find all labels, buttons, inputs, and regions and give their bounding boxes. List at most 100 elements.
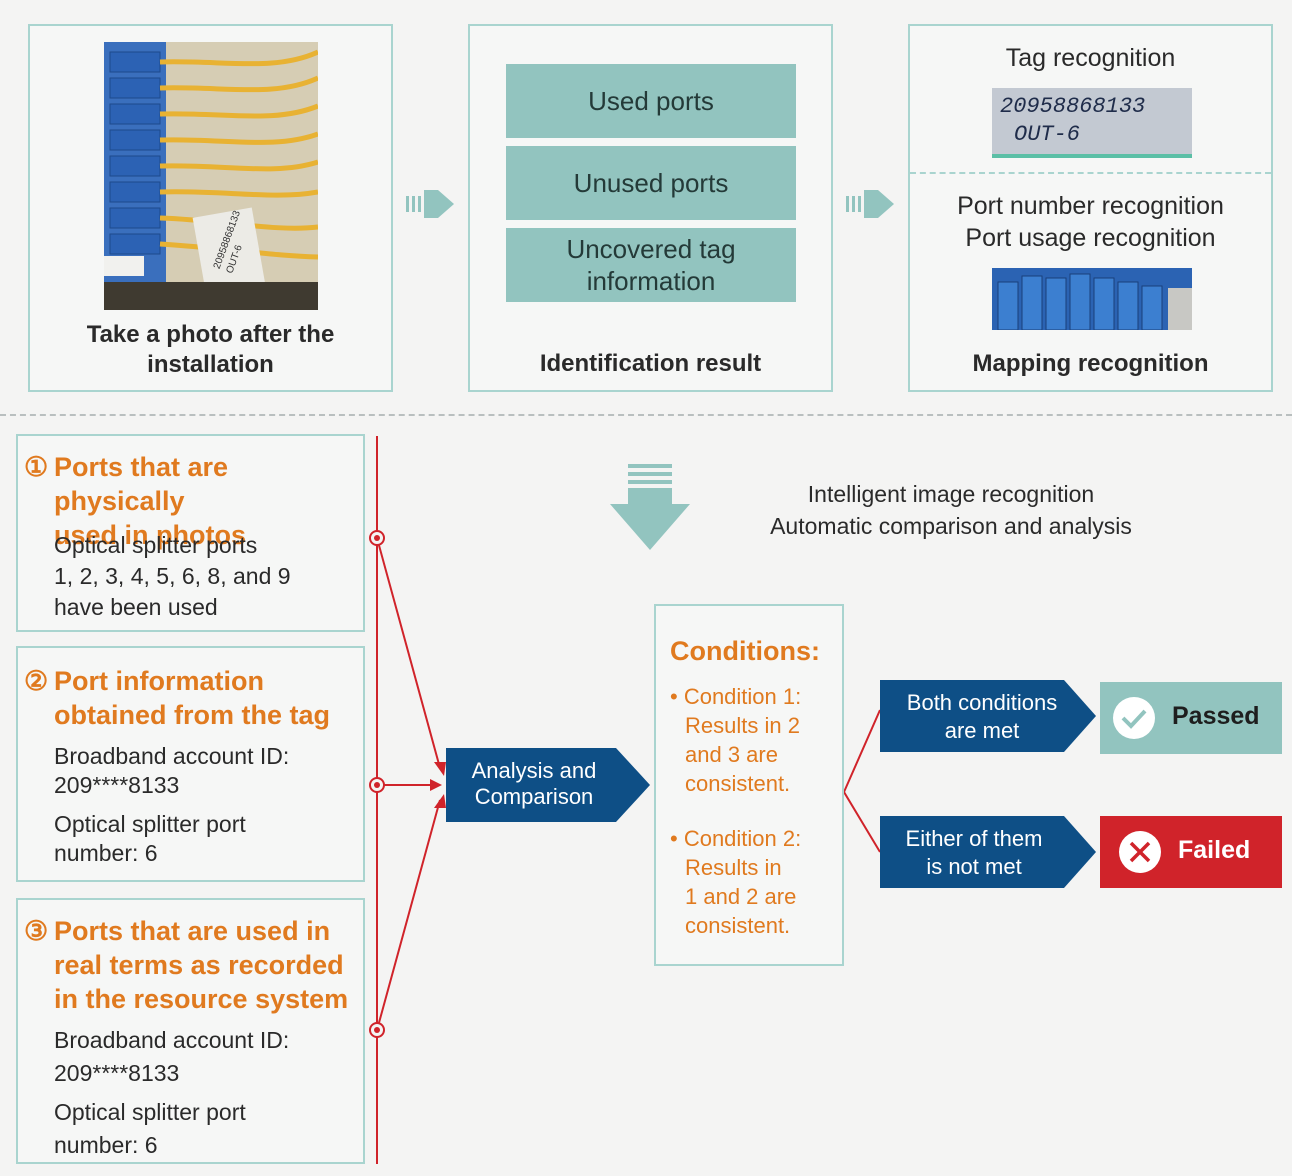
condition-1-line: Results in 2	[685, 713, 800, 738]
tag-image-out: OUT-6	[1014, 122, 1081, 147]
pass-condition-line: Both conditions	[906, 690, 1058, 715]
branch-lines	[842, 709, 881, 853]
intelligent-line: Automatic comparison and analysis	[770, 513, 1132, 539]
step-3-body-line: Broadband account ID:	[54, 1027, 290, 1053]
step-1-title: Ports that are physically used in photos	[54, 450, 363, 552]
condition-2-line: • Condition 2:	[670, 826, 802, 851]
arrowhead-step-2	[430, 779, 442, 791]
port-image-illustration	[992, 268, 1192, 330]
failed-label: Failed	[1178, 836, 1251, 864]
step-1-body-line: Optical splitter ports	[54, 532, 258, 558]
step-1-title-line: Ports that are physically	[54, 452, 229, 516]
intelligent-text: Intelligent image recognition Automatic …	[720, 478, 1182, 542]
step-2-title-line: Port information	[54, 666, 264, 696]
fail-condition-arrow: Either of them is not met	[880, 816, 1096, 888]
step-1-panel: ① Ports that are physically used in phot…	[16, 434, 365, 632]
analysis-comparison-arrow: Analysis and Comparison	[446, 748, 650, 822]
step-2-body: Broadband account ID: 209****8133 Optica…	[54, 742, 289, 868]
step-1-body-line: have been used	[54, 594, 218, 620]
fail-arrow-shape	[880, 816, 1096, 888]
tag-recognition-title: Tag recognition	[1005, 44, 1176, 72]
step-1-number: ①	[24, 452, 49, 482]
arrowhead-step-3	[434, 794, 446, 808]
mapping-caption: Mapping recognition	[972, 350, 1209, 377]
analysis-label: Analysis and Comparison	[446, 758, 622, 810]
x-circle-icon	[1119, 831, 1161, 873]
step-3-title-line: real terms as recorded	[54, 950, 344, 980]
identification-panel: Used ports Unused ports Uncovered tag in…	[468, 24, 833, 392]
step-3-body-line: Optical splitter port	[54, 1099, 246, 1125]
condition-2-line: Results in	[685, 855, 782, 880]
port-usage-recognition: Port usage recognition	[965, 224, 1216, 252]
photo-panel: 20958868133 OUT-6 Take a photo after the…	[28, 24, 393, 392]
step-2-panel: ② Port information obtained from the tag…	[16, 646, 365, 882]
arrow-right-icon	[846, 190, 894, 218]
condition-1-line: • Condition 1:	[670, 684, 802, 709]
step-1-body: Optical splitter ports 1, 2, 3, 4, 5, 6,…	[54, 530, 291, 623]
unused-ports-box: Unused ports	[506, 146, 796, 220]
fail-condition-line: is not met	[926, 854, 1022, 879]
connector-step-1	[376, 537, 441, 769]
analysis-label-line: Comparison	[474, 784, 594, 809]
step-1-body-line: 1, 2, 3, 4, 5, 6, 8, and 9	[54, 563, 291, 589]
port-number-recognition: Port number recognition	[957, 192, 1224, 220]
step-2-body-line: 209****8133	[54, 772, 180, 798]
passed-badge: Passed	[1100, 682, 1282, 754]
conditions-title: Conditions:	[670, 636, 820, 666]
condition-1-line: consistent.	[685, 771, 791, 796]
step-2-title-line: obtained from the tag	[54, 700, 330, 730]
tag-image: 20958868133 OUT-6	[992, 88, 1192, 158]
step-3-panel: ③ Ports that are used in real terms as r…	[16, 898, 365, 1164]
step-3-body-line: 209****8133	[54, 1060, 180, 1086]
check-circle-icon	[1113, 697, 1155, 739]
arrow-down-icon	[610, 464, 690, 550]
condition-1-line: and 3 are	[685, 742, 778, 767]
arrow-right-2	[844, 182, 896, 231]
mapping-divider	[910, 172, 1271, 174]
identification-caption: Identification result	[539, 350, 762, 377]
arrow-right-icon	[406, 190, 454, 218]
connector-step-3	[376, 799, 441, 1031]
step-3-title: Ports that are used in real terms as rec…	[54, 914, 348, 1016]
step-2-number: ②	[24, 666, 49, 696]
photo-caption: Take a photo after the installation	[86, 321, 335, 378]
step-3-number: ③	[24, 916, 49, 946]
arrow-right-1	[404, 182, 456, 231]
condition-1: • Condition 1: Results in 2 and 3 are co…	[670, 682, 801, 798]
arrow-down	[606, 462, 692, 557]
analysis-arrow-shape	[446, 748, 650, 822]
condition-2: • Condition 2: Results in 1 and 2 are co…	[670, 824, 801, 940]
port-recognition-lines: Port number recognition Port usage recog…	[910, 190, 1271, 254]
fail-condition-label: Either of them is not met	[880, 825, 1068, 881]
section-divider	[0, 414, 1292, 416]
pass-condition-line: are met	[944, 718, 1020, 743]
mapping-panel: Tag recognition 20958868133 OUT-6 Port n…	[908, 24, 1273, 392]
condition-2-line: consistent.	[685, 913, 791, 938]
condition-2-line: 1 and 2 are	[685, 884, 797, 909]
pass-arrow-shape	[880, 680, 1096, 752]
used-ports-box: Used ports	[506, 64, 796, 138]
analysis-label-line: Analysis and	[471, 758, 597, 783]
step-3-title-line: Ports that are used in	[54, 916, 331, 946]
step-3-body-line: number: 6	[54, 1132, 158, 1158]
tag-image-id: 20958868133	[1000, 94, 1146, 119]
step-1-title-line: used in photos	[54, 520, 246, 550]
step-2-body-line: Broadband account ID:	[54, 743, 290, 769]
uncovered-tag-box: Uncovered tag information	[506, 228, 796, 302]
failed-badge: Failed	[1100, 816, 1282, 888]
step-2-title: Port information obtained from the tag	[54, 664, 330, 732]
conditions-panel: Conditions: • Condition 1: Results in 2 …	[654, 604, 844, 966]
passed-label: Passed	[1172, 702, 1260, 730]
fiber-photo-illustration: 20958868133 OUT-6	[104, 42, 318, 310]
step-3-body: Broadband account ID: 209****8133 Optica…	[54, 1024, 289, 1162]
arrowhead-step-1	[434, 762, 446, 776]
installation-photo: 20958868133 OUT-6	[104, 42, 318, 310]
fail-condition-line: Either of them	[905, 826, 1043, 851]
step-2-body-line: number: 6	[54, 840, 158, 866]
step-3-title-line: in the resource system	[54, 984, 349, 1014]
intelligent-line: Intelligent image recognition	[807, 481, 1095, 507]
port-image	[992, 268, 1192, 330]
step-2-body-line: Optical splitter port	[54, 811, 246, 837]
pass-condition-arrow: Both conditions are met	[880, 680, 1096, 752]
